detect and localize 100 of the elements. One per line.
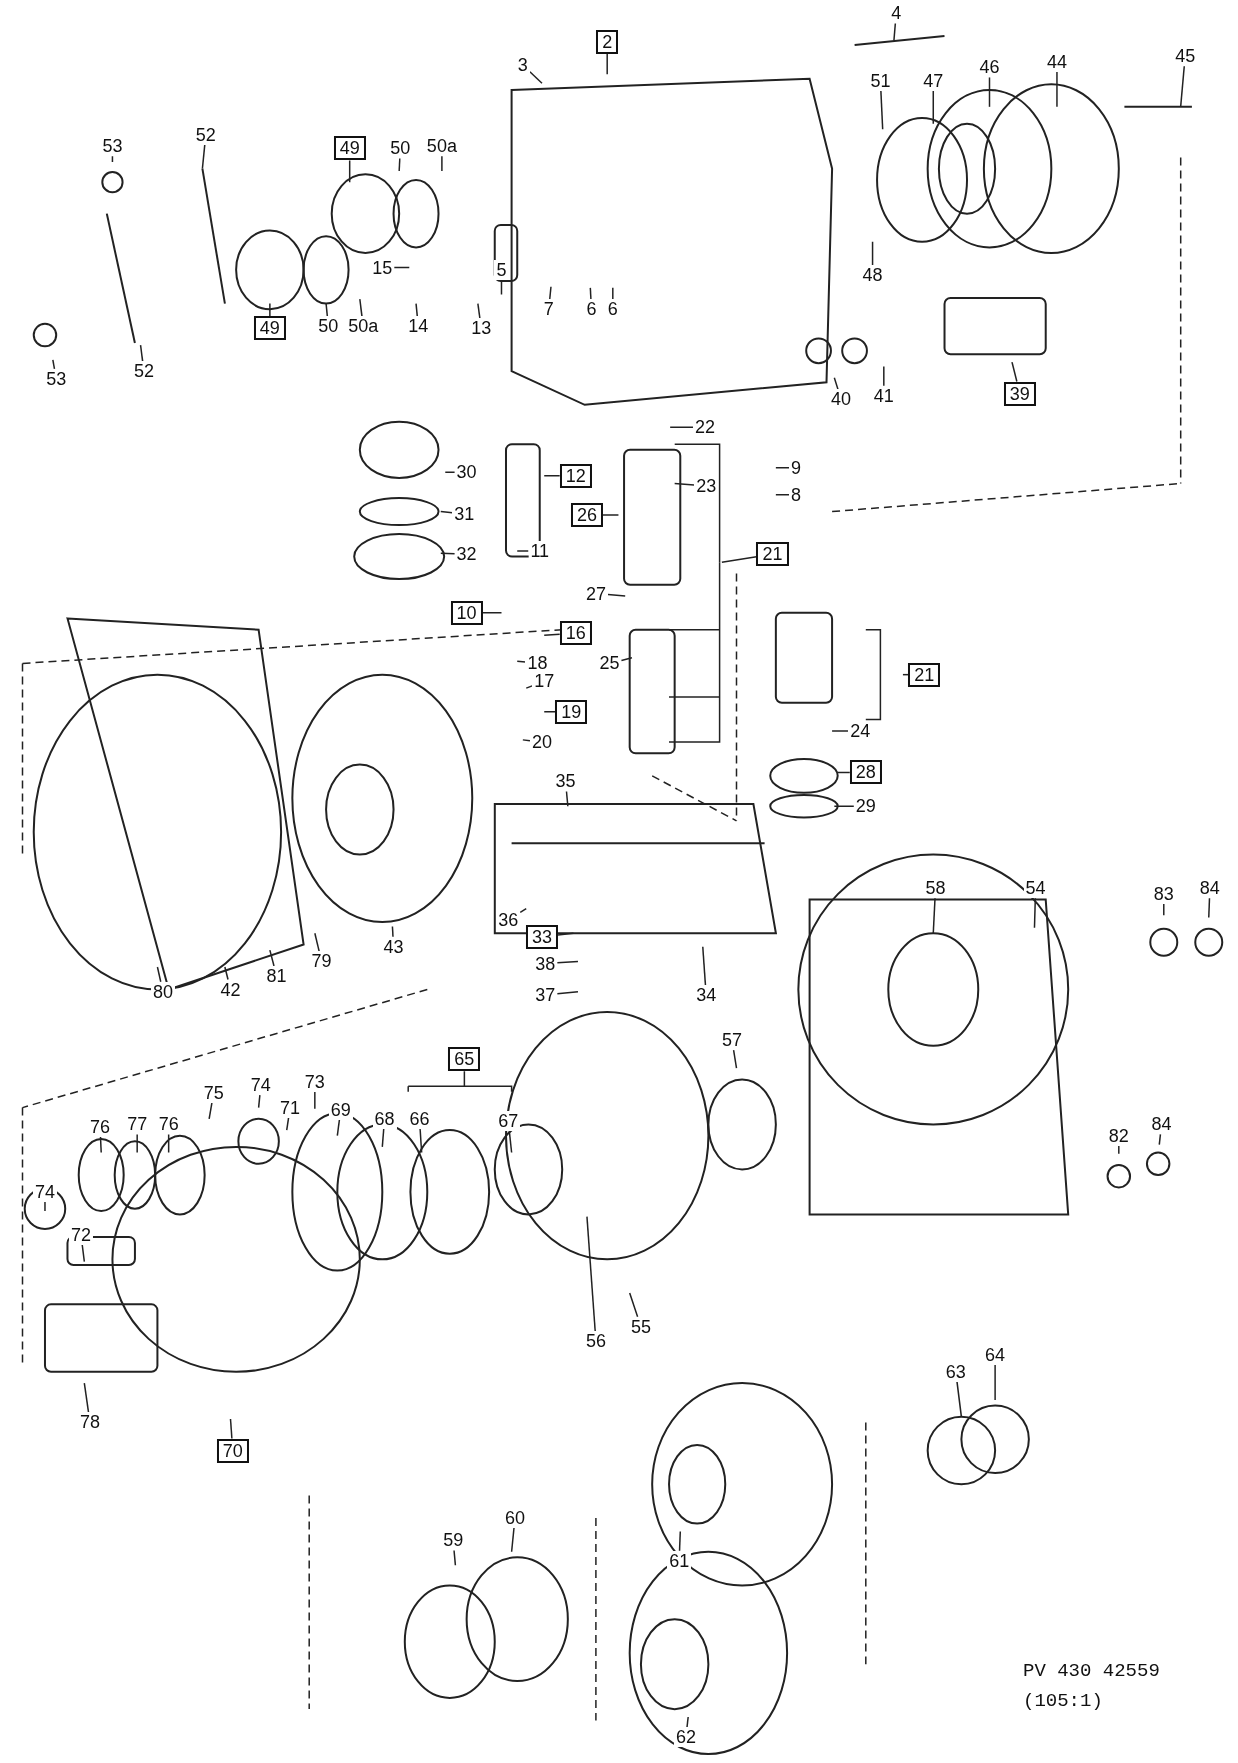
leader-line: [606, 52, 608, 75]
leader-line: [721, 556, 758, 563]
boxed-callout-number: 21: [756, 542, 789, 567]
leader-line: [556, 960, 579, 964]
leader-line: [932, 90, 935, 125]
leader-line: [257, 1094, 261, 1109]
leader-line: [1056, 71, 1058, 108]
leader-line: [893, 22, 897, 42]
leader-line: [1011, 361, 1018, 383]
leader-line: [1033, 897, 1037, 929]
leader-line: [508, 1130, 513, 1154]
leader-line: [415, 302, 419, 317]
callout-number: 5: [494, 259, 509, 280]
boxed-callout-number: 19: [555, 699, 588, 724]
leader-line: [543, 711, 556, 713]
leader-line: [775, 467, 790, 469]
leader-line: [208, 1102, 213, 1120]
leader-line: [543, 633, 561, 637]
leader-line: [732, 1049, 738, 1069]
leader-line: [678, 1530, 682, 1552]
leader-line: [81, 1243, 86, 1263]
leader-line: [52, 359, 56, 370]
reference-note: PV 430 42559: [1023, 1660, 1160, 1682]
leader-line: [224, 966, 229, 981]
leader-line: [833, 805, 855, 807]
leader-line: [286, 1116, 290, 1131]
callout-number: 61: [667, 1550, 692, 1571]
leader-line: [325, 302, 329, 317]
leader-line: [833, 377, 839, 390]
leader-line: [586, 1215, 596, 1333]
boxed-callout-number: 49: [253, 316, 286, 341]
leader-line: [557, 932, 575, 936]
leader-line: [1208, 897, 1211, 919]
leader-line: [556, 991, 579, 995]
boxed-callout-number: 10: [450, 600, 483, 625]
leader-line: [548, 286, 552, 300]
leader-line: [702, 946, 707, 986]
leader-line: [99, 1135, 102, 1154]
leader-line: [453, 1549, 457, 1566]
leader-line: [1158, 1133, 1162, 1146]
leader-line: [1118, 1144, 1120, 1155]
leader-line: [994, 1364, 996, 1401]
leader-line: [269, 949, 275, 967]
leader-line: [669, 426, 694, 429]
leader-line: [83, 1382, 90, 1414]
leader-line: [314, 932, 320, 953]
boxed-callout-number: 26: [570, 503, 603, 527]
leader-line: [565, 790, 569, 807]
reference-note: (105:1): [1023, 1690, 1103, 1712]
boxed-callout-number: 33: [525, 924, 558, 949]
leader-line: [871, 241, 874, 267]
callout-number: 11: [528, 540, 552, 561]
leader-line: [477, 302, 481, 320]
leader-line: [136, 1133, 138, 1154]
boxed-callout-number: 12: [559, 463, 592, 488]
leader-line: [139, 344, 144, 362]
boxed-callout-number: 39: [1003, 381, 1036, 406]
boxed-callout-number: 21: [908, 662, 941, 687]
leader-line: [1163, 903, 1165, 917]
leader-line: [1179, 65, 1185, 108]
callout-number: 3: [515, 55, 530, 76]
leader-line: [440, 510, 454, 514]
leader-line: [419, 1128, 423, 1154]
boxed-callout-number: 70: [216, 1438, 249, 1463]
leader-line: [269, 302, 271, 318]
leader-line: [314, 1090, 316, 1110]
boxed-callout-number: 2: [596, 29, 619, 54]
leader-line: [686, 1716, 689, 1728]
callout-number: 54: [1023, 878, 1048, 899]
leader-line: [831, 730, 849, 732]
leader-line: [348, 159, 351, 183]
leader-line: [229, 1418, 233, 1440]
leader-line: [602, 514, 620, 516]
leader-line: [201, 144, 206, 170]
leader-line: [481, 612, 503, 614]
boxed-callout-number: 49: [333, 136, 366, 161]
callout-number: 67: [496, 1111, 521, 1132]
leader-line: [519, 907, 527, 914]
leader-line: [628, 1292, 639, 1318]
leader-line: [391, 925, 394, 938]
leader-line: [510, 1527, 515, 1553]
leader-line: [883, 365, 885, 387]
leader-line: [607, 593, 626, 597]
leader-line: [336, 1119, 341, 1137]
callout-number: 62: [673, 1727, 698, 1748]
leader-line: [156, 966, 162, 983]
leader-line: [381, 1128, 385, 1148]
leader-line: [775, 494, 790, 496]
leader-line: [441, 155, 443, 172]
leader-line: [529, 71, 543, 84]
leader-line: [932, 897, 936, 935]
leader-line: [516, 550, 530, 552]
leader-line: [620, 657, 633, 662]
boxed-callout-number: 16: [559, 621, 592, 646]
leader-line: [902, 673, 909, 676]
leader-line: [988, 76, 991, 108]
leader-line: [673, 482, 695, 486]
leader-line: [359, 298, 363, 317]
leader-line: [612, 287, 614, 300]
boxed-callout-number: 65: [448, 1047, 481, 1072]
